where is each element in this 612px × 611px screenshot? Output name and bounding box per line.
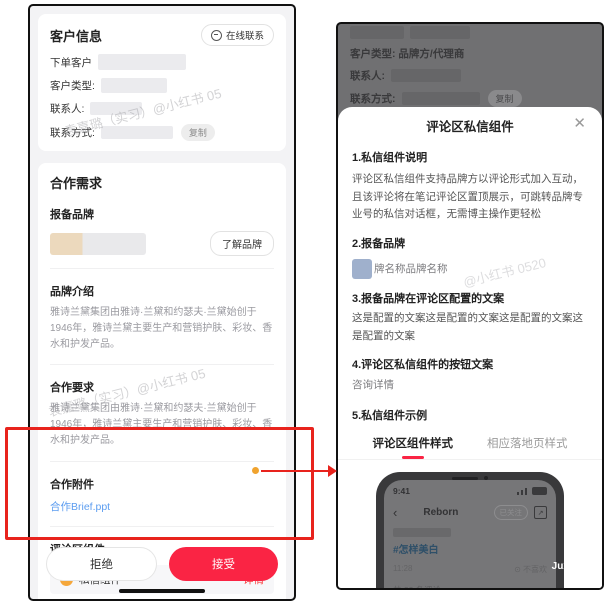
red-arrow-head (328, 465, 337, 477)
battery-icon (532, 487, 547, 496)
redacted-value (98, 54, 186, 70)
right-phone-screenshot: 客户类型: 品牌方/代理商 联系人: 联系方式: 复制 评论区私信组件 ✕ 1.… (336, 22, 604, 590)
s4-title: 4.评论区私信组件的按钮文案 (352, 359, 494, 372)
contact-person-label: 联系人: (50, 103, 85, 115)
back-icon[interactable]: ‹ (393, 505, 398, 521)
mockup-screen: 9:41 ‹ Reborn 已关注 ↗ #怎样美白 11:28 ⊙ 不喜欢 (384, 480, 556, 588)
redacted-brand-logo (338, 254, 372, 285)
s2-brand-text: 牌名称品牌名称 (374, 263, 448, 276)
chat-icon (210, 29, 222, 41)
customer-type-row: 客户类型: (50, 78, 274, 93)
s1-text: 评论区私信组件支持品牌方以评论形式加入互动，且该评论将在笔记评论区置顶展示，可跳… (352, 173, 583, 221)
customer-info-card: 客户信息 在线联系 下单客户 客户类型: 联系人: 联系方式: 复制 (38, 14, 286, 151)
dim-contact-person-label: 联系人: (350, 70, 385, 82)
tab-landing-style[interactable]: 相应落地页样式 (487, 438, 568, 451)
red-arrow-line (261, 470, 329, 472)
customer-type-label: 客户类型: (50, 80, 95, 92)
example-tabs: 评论区组件样式 相应落地页样式 (352, 435, 588, 459)
brand-section-title: 报备品牌 (50, 209, 94, 221)
online-contact-label: 在线联系 (225, 31, 264, 42)
accept-button[interactable]: 接受 (169, 547, 278, 581)
s5-title: 5.私信组件示例 (352, 410, 428, 423)
close-icon[interactable]: ✕ (573, 115, 586, 132)
redacted-note-text (393, 528, 451, 538)
camera-icon (484, 476, 488, 481)
mockup-time: 9:41 (393, 486, 411, 497)
s2-brand-row: 牌名称品牌名称 (338, 254, 588, 285)
divider (338, 459, 602, 461)
follow-button[interactable]: 已关注 (493, 505, 528, 521)
s4-text: 咨询详情 (352, 379, 394, 392)
comments-count: 共 22 条评论 (393, 584, 547, 588)
dim-customer-type-row: 客户类型: 品牌方/代理商 (350, 46, 590, 61)
brand-intro-text: 雅诗兰黛集团由雅诗·兰黛和约瑟夫·兰黛始创于1946年，雅诗兰黛主要生产和营销护… (50, 307, 273, 350)
dim-contact-method-row: 联系方式: 复制 (350, 90, 590, 107)
s3-title: 3.报备品牌在评论区配置的文案 (352, 292, 505, 305)
divider (50, 268, 274, 269)
attachment-link[interactable]: 合作Brief.ppt (50, 500, 111, 513)
modal-title: 评论区私信组件 (426, 119, 514, 134)
redacted-value (100, 78, 167, 93)
signal-wifi-battery-icons (517, 487, 547, 496)
mockup-page-title: Reborn (423, 507, 459, 519)
dim-customer-type-label: 客户类型: (350, 48, 396, 60)
redacted-value (100, 126, 173, 139)
dm-component-modal: 评论区私信组件 ✕ 1.私信组件说明 评论区私信组件支持品牌方以评论形式加入互动… (338, 107, 602, 588)
dislike-button[interactable]: ⊙ 不喜欢 (514, 565, 547, 575)
s2-title: 2.报备品牌 (352, 237, 406, 250)
learn-brand-button[interactable]: 了解品牌 (210, 231, 274, 256)
divider (50, 364, 274, 366)
dimmed-background: 客户类型: 品牌方/代理商 联系人: 联系方式: 复制 (338, 26, 602, 107)
white-patch (575, 543, 602, 588)
corner-watermark: Juxu (551, 561, 575, 572)
tab-comment-style[interactable]: 评论区组件样式 (373, 435, 454, 459)
contact-person-row: 联系人: (50, 101, 274, 116)
order-customer-label: 下单客户 (50, 56, 92, 69)
coop-req-text: 雅诗兰黛集团由雅诗·兰黛和约瑟夫·兰黛始创于1946年，雅诗兰黛主要生产和营销护… (50, 403, 273, 446)
dim-contact-method-label: 联系方式: (350, 93, 396, 105)
home-indicator (119, 589, 205, 593)
dim-contact-person-row: 联系人: (350, 68, 590, 83)
redacted-value (90, 102, 143, 115)
coop-title: 合作需求 (50, 176, 103, 191)
divider (50, 525, 274, 527)
s1-title: 1.私信组件说明 (352, 152, 428, 164)
coop-req-title: 合作要求 (50, 382, 94, 395)
mockup-notch (452, 476, 488, 481)
dim-customer-type-value: 品牌方/代理商 (398, 48, 465, 60)
left-phone-screenshot: 客户信息 在线联系 下单客户 客户类型: 联系人: 联系方式: 复制 合作需求 … (28, 4, 296, 601)
copy-button[interactable]: 复制 (180, 124, 215, 141)
online-contact-button[interactable]: 在线联系 (200, 24, 274, 46)
reject-button[interactable]: 拒绝 (46, 547, 157, 581)
share-icon[interactable]: ↗ (534, 506, 547, 520)
cooperation-card: 合作需求 报备品牌 了解品牌 品牌介绍 雅诗兰黛集团由雅诗·兰黛和约瑟夫·兰黛始… (38, 163, 286, 599)
speaker-icon (452, 476, 478, 480)
divider (50, 460, 274, 462)
hashtag-link[interactable]: #怎样美白 (393, 545, 439, 557)
attachment-title: 合作附件 (50, 478, 94, 491)
order-customer-row: 下单客户 (50, 54, 274, 70)
contact-method-label: 联系方式: (50, 127, 95, 139)
mockup-timestamp: 11:28 (393, 564, 413, 574)
brand-intro-title: 品牌介绍 (50, 286, 94, 298)
customer-info-title: 客户信息 (50, 28, 103, 44)
phone-mockup: 9:41 ‹ Reborn 已关注 ↗ #怎样美白 11:28 ⊙ 不喜欢 (376, 472, 564, 588)
orange-dot (252, 467, 259, 474)
redacted-brand-chip (50, 232, 146, 255)
contact-method-row: 联系方式: 复制 (50, 124, 274, 141)
s3-text: 这是配置的文案这是配置的文案这是配置的文案这是配置的文案 (352, 311, 583, 342)
dim-cut-row (350, 26, 590, 39)
action-bar: 拒绝 接受 (30, 547, 294, 581)
dim-copy-button: 复制 (487, 90, 522, 107)
